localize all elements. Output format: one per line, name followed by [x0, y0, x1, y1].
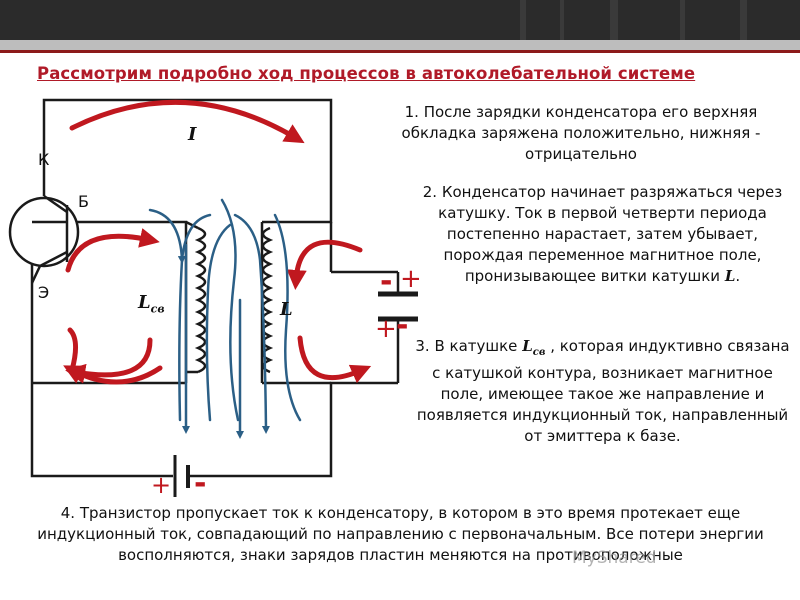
step-4-text: 4. Транзистор пропускает ток к конденсат… — [37, 504, 764, 564]
step-3-prefix: 3. В катушке — [415, 337, 518, 355]
header-stripe — [560, 0, 564, 40]
step-1-text: 1. После зарядки конденсатора его верхня… — [401, 103, 761, 163]
capacitor-bottom-minus-sign: - — [396, 308, 409, 343]
watermark: MyShared — [572, 548, 657, 568]
header-band — [0, 40, 800, 50]
step-2-body: 2. Конденсатор начинает разряжаться чере… — [422, 183, 783, 285]
contour-coil-windings — [261, 226, 274, 374]
current-label: I — [188, 124, 197, 145]
header-stripe — [680, 0, 685, 40]
header-bar — [0, 0, 800, 40]
step-3-coil-symbol: L — [522, 337, 533, 355]
step-3-coil-subscript: св — [532, 347, 546, 358]
battery-symbol — [173, 455, 190, 497]
header-stripe — [740, 0, 747, 40]
capacitor-top-plus-sign: + — [400, 264, 422, 294]
coupling-coil-subscript: св — [150, 302, 165, 316]
header-stripe — [610, 0, 618, 40]
base-label: Б — [78, 192, 89, 211]
slide-title: Рассмотрим подробно ход процессов в авто… — [37, 64, 696, 83]
circuit-wires — [30, 98, 400, 478]
capacitor-bottom-plus-sign: + — [375, 314, 397, 344]
transistor-symbol — [8, 168, 80, 284]
step-2-coil-symbol: L — [724, 267, 736, 285]
step-3-rest: , которая индуктивно связана с катушкой … — [416, 337, 790, 445]
header-stripe — [520, 0, 526, 40]
step-3-text: 3. В катушке Lсв , которая индуктивно св… — [410, 336, 795, 447]
magnetic-field-lines — [148, 198, 302, 440]
coupling-coil-label: Lсв — [138, 292, 165, 316]
collector-label: К — [38, 150, 50, 169]
header-accent-line — [0, 50, 800, 53]
emitter-label: Э — [38, 283, 50, 302]
capacitor-symbol — [378, 291, 418, 322]
battery-minus-sign: - — [194, 466, 207, 501]
coupling-coil-windings — [194, 226, 207, 374]
coupling-coil-symbol: L — [138, 292, 151, 313]
battery-plus-sign: + — [151, 471, 172, 499]
step-2-text: 2. Конденсатор начинает разряжаться чере… — [422, 183, 783, 285]
coil-label: L — [280, 299, 293, 320]
current-arrows — [68, 99, 372, 385]
capacitor-top-minus-sign: - — [380, 264, 393, 299]
